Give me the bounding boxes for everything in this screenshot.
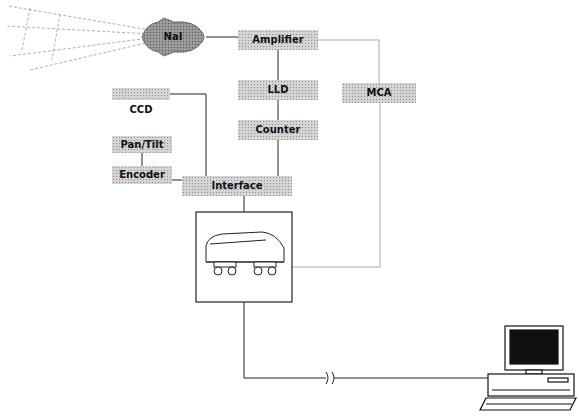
node-label: Interface <box>211 180 262 192</box>
vehicle-frame <box>196 212 292 302</box>
detector-head: NaI <box>140 16 206 58</box>
node-label: CCD <box>128 104 155 116</box>
signal-line <box>172 180 182 181</box>
signal-line <box>318 40 379 83</box>
node-label: Encoder <box>119 169 165 181</box>
field-of-view <box>6 6 150 70</box>
node-label: NaI <box>164 31 183 43</box>
counter-box: Counter <box>238 120 318 140</box>
node-label: LLD <box>267 84 288 96</box>
signal-line <box>278 140 279 176</box>
encoder-box: Encoder <box>112 166 172 184</box>
mca-box: MCA <box>342 83 416 103</box>
pan-tilt-box: Pan/Tilt <box>112 136 172 153</box>
signal-line <box>142 153 143 166</box>
ccd-box <box>112 88 170 100</box>
radio-link <box>244 302 488 384</box>
signal-line <box>170 94 206 176</box>
node-label: MCA <box>366 87 391 99</box>
lld-box: LLD <box>238 80 318 100</box>
ccd-camera: CCD <box>108 88 174 118</box>
computer-illustration <box>480 326 576 410</box>
node-label: Pan/Tilt <box>120 139 163 151</box>
bus-line <box>244 196 245 212</box>
signal-line <box>278 100 279 120</box>
signal-line <box>206 37 238 38</box>
signal-line <box>278 50 279 80</box>
amplifier-box: Amplifier <box>238 30 318 50</box>
vehicle-illustration <box>206 232 284 275</box>
node-label: Amplifier <box>252 34 303 46</box>
interface-box: Interface <box>182 176 292 196</box>
node-label: Counter <box>256 124 301 136</box>
